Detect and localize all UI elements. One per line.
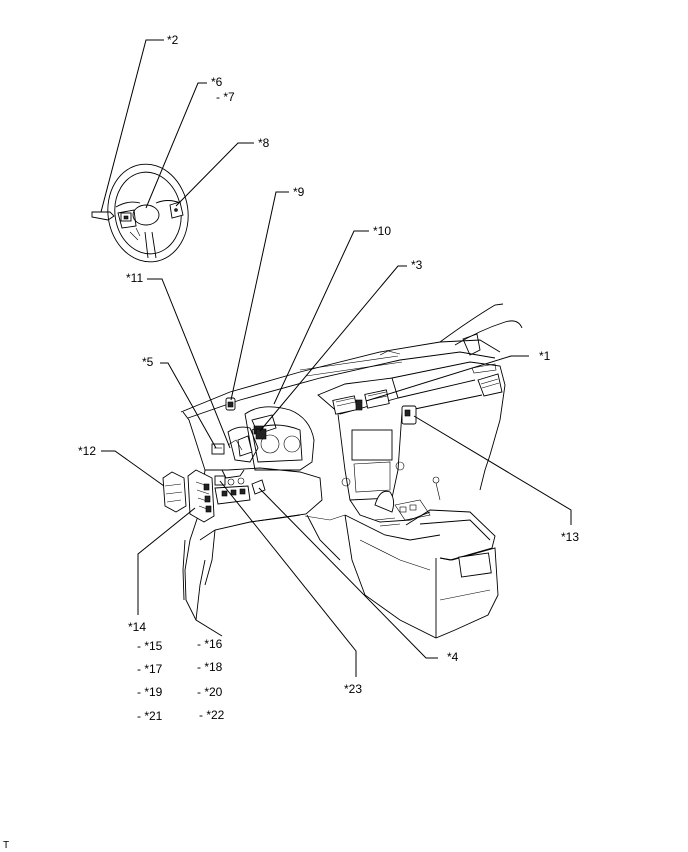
callout-20: - *20 <box>197 685 223 699</box>
callout-22: - *22 <box>199 708 225 722</box>
callout-13: *13 <box>561 530 580 544</box>
instrument-panel <box>162 303 523 639</box>
callout-3: *3 <box>411 258 423 272</box>
callout-12: *12 <box>78 444 97 458</box>
callout-15: - *15 <box>137 639 163 653</box>
callout-23: *23 <box>344 682 363 696</box>
footer-mark: T <box>3 840 10 851</box>
callout-18: - *18 <box>197 660 223 674</box>
callout-16: - *16 <box>197 637 223 651</box>
callout-10: *10 <box>373 224 392 238</box>
callout-5: *5 <box>142 355 154 369</box>
callout-4: *4 <box>447 650 459 664</box>
callout-8: *8 <box>258 136 270 150</box>
callout-21: - *21 <box>137 709 163 723</box>
leader-lines <box>100 39 572 677</box>
callout-14: *14 <box>128 620 147 634</box>
callout-7: - *7 <box>216 90 235 104</box>
callout-6: *6 <box>211 75 223 89</box>
callout-9: *9 <box>293 185 305 199</box>
callout-19: - *19 <box>137 685 163 699</box>
callout-1: *1 <box>539 349 551 363</box>
steering-wheel <box>91 163 189 263</box>
callout-17: - *17 <box>137 662 163 676</box>
callout-11: *11 <box>126 271 144 285</box>
callout-2: *2 <box>167 33 179 47</box>
